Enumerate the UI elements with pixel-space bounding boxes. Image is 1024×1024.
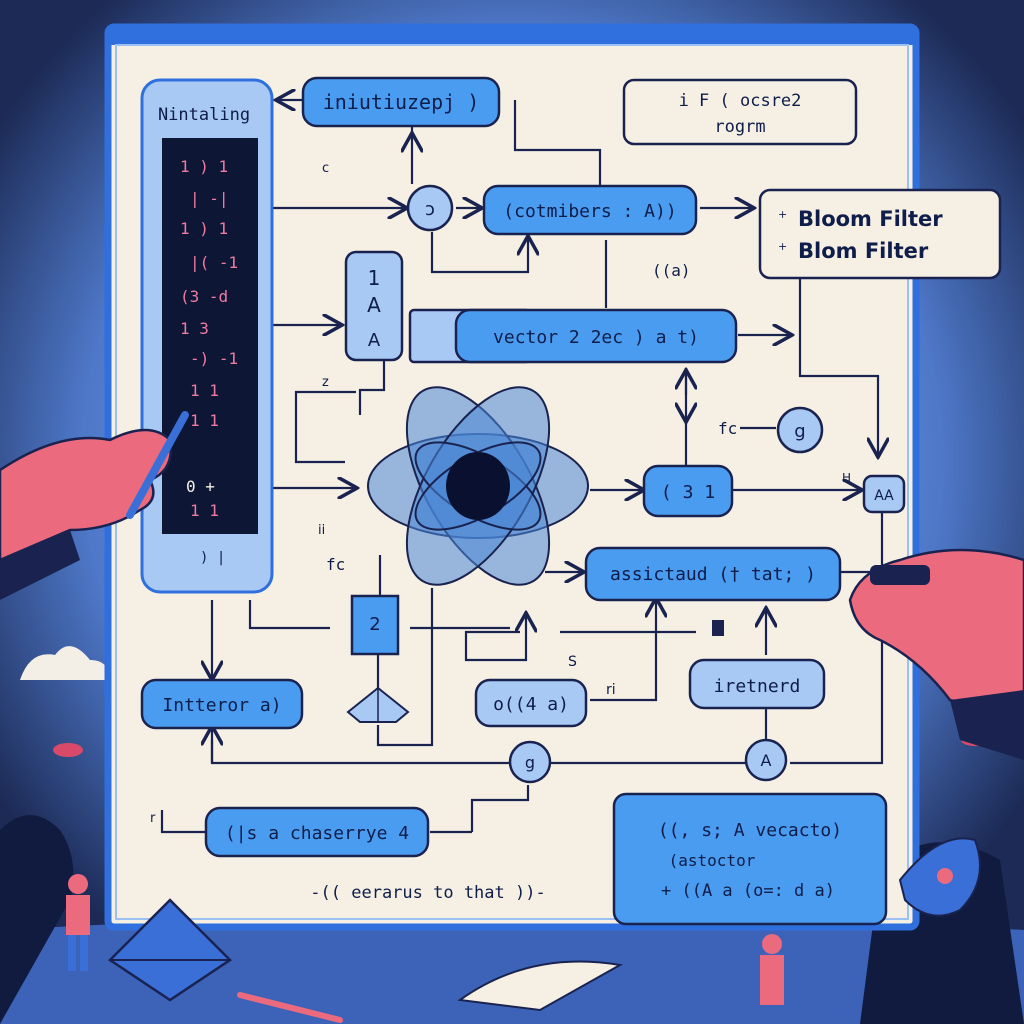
bush-left xyxy=(0,815,74,1024)
svg-text:vector 2 2ec ) a t): vector 2 2ec ) a t) xyxy=(493,327,699,348)
svg-text:2: 2 xyxy=(369,614,380,635)
sidebar-title: Nintaling xyxy=(158,105,250,125)
flower-core-icon xyxy=(367,386,589,586)
svg-text:A: A xyxy=(761,751,772,770)
svg-text:A: A xyxy=(368,330,381,351)
tiny-c-label: c xyxy=(322,161,329,176)
node-aa-box[interactable]: 1 A A xyxy=(344,250,404,362)
code-line: 1 3 xyxy=(180,319,209,338)
node-vector[interactable]: vector 2 2ec ) a t) xyxy=(408,308,738,364)
svg-text:ɔ: ɔ xyxy=(425,199,435,220)
svg-text:iretnerd: iretnerd xyxy=(714,676,801,697)
person-right-icon xyxy=(760,934,784,1005)
svg-text:(astoctor: (astoctor xyxy=(669,851,756,870)
svg-text:+: + xyxy=(778,240,787,253)
cloud-left xyxy=(20,646,109,680)
code-line: 0 + xyxy=(186,477,215,496)
sidebar-panel: Nintaling 1 ) 1 | -| 1 ) 1 |( -1 (3 -d 1… xyxy=(140,78,274,594)
code-line: 1 1 xyxy=(190,411,219,430)
node-chaserrye[interactable]: (|s a chaserrye 4 xyxy=(204,806,430,858)
svg-text:i F ( ocsre2: i F ( ocsre2 xyxy=(679,91,802,111)
person-left-icon xyxy=(66,874,90,971)
svg-text:+ ((A a (o=: d a): + ((A a (o=: d a) xyxy=(661,881,835,901)
triangle-icon xyxy=(346,686,410,723)
kite-icon xyxy=(108,898,232,1002)
svg-text:(cotmibers : A)): (cotmibers : A)) xyxy=(503,201,676,222)
svg-text:g: g xyxy=(794,421,805,442)
sidebar-footer: ) | xyxy=(200,550,225,566)
hand-right-icon xyxy=(848,548,1024,760)
node-assoc[interactable]: assictaud († tat; ) xyxy=(584,546,842,602)
svg-text:iniutiuzepj ): iniutiuzepj ) xyxy=(323,90,480,114)
node-bloom-filter[interactable]: Bloom Filter Blom Filter + + xyxy=(758,188,1002,280)
node-init[interactable]: iniutiuzepj ) xyxy=(301,76,501,128)
bird-icon xyxy=(898,837,981,917)
code-line: 1 ) 1 xyxy=(180,219,228,238)
node-program[interactable]: i F ( ocsre2 rogrm xyxy=(622,78,858,146)
label-fc-right: fc xyxy=(718,419,737,438)
label-fc-left: fc xyxy=(326,555,345,574)
svg-text:rogrm: rogrm xyxy=(714,117,765,137)
code-line: (3 -d xyxy=(180,287,228,306)
code-line: 1 1 xyxy=(190,501,219,520)
node-box-2[interactable]: 2 xyxy=(350,594,400,656)
code-line: | -| xyxy=(190,189,229,208)
svg-text:Intteror a): Intteror a) xyxy=(162,695,281,716)
node-paren[interactable]: o((4 a) xyxy=(474,678,588,728)
node-circle-g-right[interactable]: g xyxy=(776,406,824,454)
svg-text:Bloom Filter: Bloom Filter xyxy=(798,207,943,231)
node-tuple[interactable]: ( 3 1 xyxy=(642,464,734,518)
tiny-z-label: z xyxy=(322,375,329,390)
svg-text:1: 1 xyxy=(368,266,381,290)
node-circle-g-bottom[interactable]: g xyxy=(508,740,552,784)
code-lines: 1 ) 1 | -| 1 ) 1 |( -1 (3 -d 1 3 -) -1 1… xyxy=(180,157,238,520)
svg-text:A: A xyxy=(367,293,381,317)
caption-text: -(( eerarus to that ))- xyxy=(310,883,545,903)
node-iretnerd[interactable]: iretnerd xyxy=(688,658,826,710)
label-h: H xyxy=(842,471,851,485)
label-a: ((a) xyxy=(652,261,691,280)
connector-lines xyxy=(160,100,882,834)
label-ri: ri xyxy=(606,682,616,698)
pencil-icon xyxy=(237,992,343,1023)
svg-text:g: g xyxy=(525,753,535,772)
node-members[interactable]: (cotmibers : A)) xyxy=(482,184,698,236)
hand-left-icon xyxy=(0,411,189,600)
code-line: 1 1 xyxy=(190,381,219,400)
node-circle-a-bottom[interactable]: A xyxy=(744,738,788,782)
svg-text:o((4 a): o((4 a) xyxy=(493,694,569,715)
code-line: -) -1 xyxy=(190,349,238,368)
node-circle-top[interactable]: ɔ xyxy=(406,184,454,232)
book-icon xyxy=(457,960,623,1012)
code-line: 1 ) 1 xyxy=(180,157,228,176)
svg-text:+: + xyxy=(778,208,787,221)
node-vecacto[interactable]: ((, s; A vecacto) (astoctor + ((A a (o=:… xyxy=(612,792,888,926)
svg-text:assictaud († tat; ): assictaud († tat; ) xyxy=(610,564,816,585)
node-small-aa[interactable]: AA xyxy=(862,474,906,514)
svg-text:( 3 1: ( 3 1 xyxy=(661,482,715,503)
tiny-r-label: r xyxy=(150,811,156,826)
svg-text:(|s a chaserrye 4: (|s a chaserrye 4 xyxy=(225,823,409,844)
tiny-ii-label: ii xyxy=(318,523,325,538)
svg-text:AA: AA xyxy=(874,488,894,504)
svg-text:Blom Filter: Blom Filter xyxy=(798,239,929,263)
label-s: S xyxy=(568,654,577,670)
small-marker xyxy=(712,620,724,636)
code-line: |( -1 xyxy=(190,253,238,272)
node-interior[interactable]: Intteror a) xyxy=(140,678,304,730)
svg-text:((, s; A vecacto): ((, s; A vecacto) xyxy=(658,820,842,841)
